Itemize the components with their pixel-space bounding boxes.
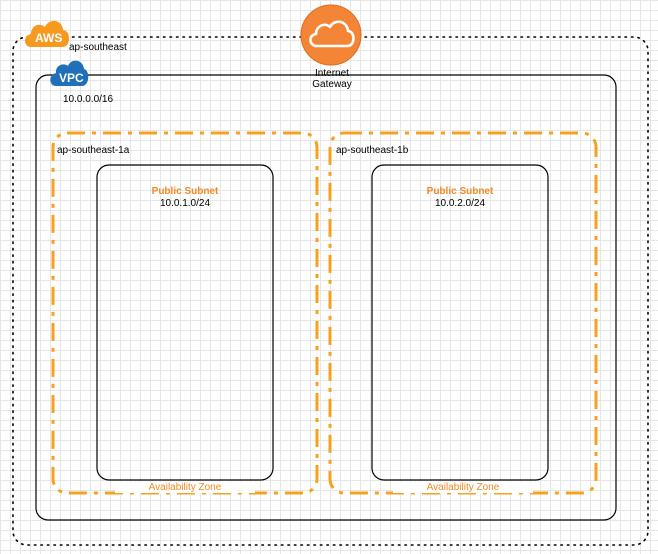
internet-gateway-label: Internet Gateway (292, 68, 372, 90)
public-subnet-1-boundary (96, 164, 274, 481)
zone-1-name: ap-southeast-1a (57, 145, 130, 156)
public-subnet-2-title: Public Subnet (426, 186, 494, 197)
zone-2-caption: Availability Zone (393, 482, 533, 493)
zone-1-caption: Availability Zone (115, 482, 255, 493)
zone-2-caption-text: Availability Zone (426, 482, 500, 493)
vpc-badge-text: VPC (59, 71, 84, 85)
internet-gateway-label-line1: Internet (315, 68, 349, 79)
public-subnet-2-boundary (371, 164, 549, 481)
public-subnet-1-title: Public Subnet (151, 186, 219, 197)
zone-1-caption-text: Availability Zone (148, 482, 222, 493)
internet-gateway-label-line2: Gateway (312, 79, 352, 90)
vpc-cidr-label: 10.0.0.0/16 (63, 94, 114, 105)
region-label: ap-southeast (69, 42, 127, 53)
vpc-cloud-icon (50, 60, 89, 86)
vpc-boundary (35, 74, 617, 521)
aws-cloud-icon (25, 20, 69, 47)
public-subnet-2-cidr: 10.0.2.0/24 (434, 198, 486, 209)
public-subnet-1-cidr: 10.0.1.0/24 (159, 198, 211, 209)
zone-2-name: ap-southeast-1b (336, 145, 409, 156)
availability-zone-2-boundary (328, 131, 598, 495)
internet-gateway-icon (300, 4, 362, 66)
aws-badge-text: AWS (35, 31, 63, 45)
availability-zone-1-boundary (51, 131, 319, 495)
